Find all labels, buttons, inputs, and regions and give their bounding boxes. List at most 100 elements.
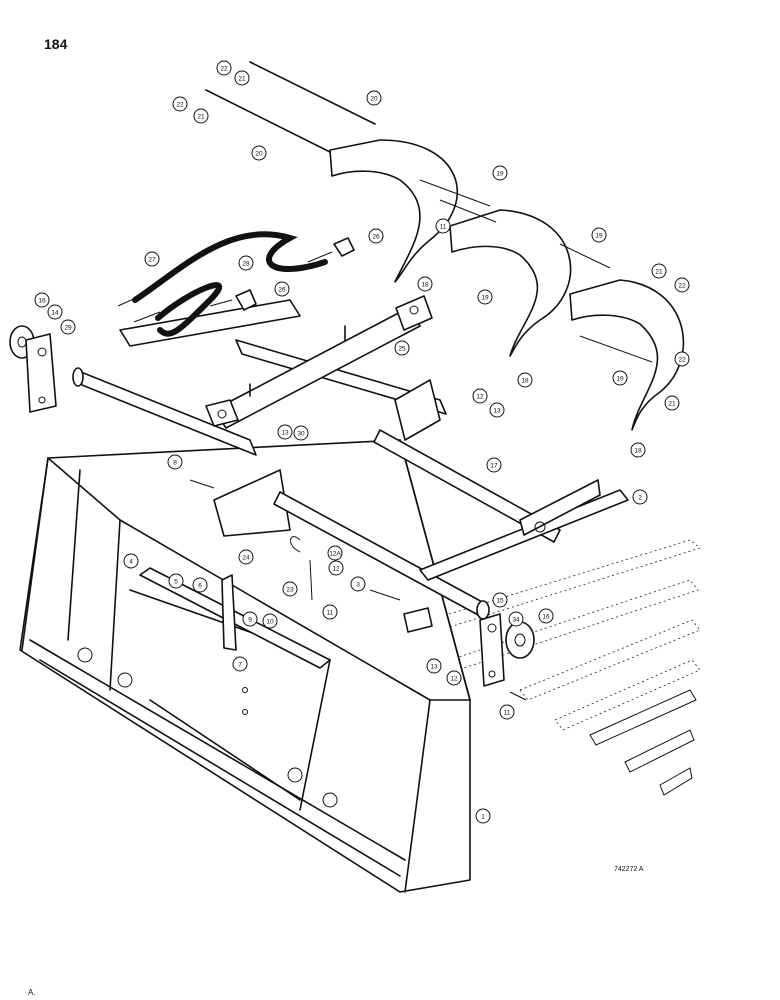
- callout-29-49: 29: [60, 319, 76, 335]
- callout-text: 11: [327, 609, 334, 616]
- callout-19-28: 19: [492, 165, 508, 181]
- callout-text: 22: [678, 356, 686, 363]
- callout-text: 13: [430, 663, 438, 670]
- callout-13-19: 13: [426, 658, 442, 674]
- callout-30-50: 30: [293, 425, 309, 441]
- callout-text: 9: [248, 616, 252, 623]
- callout-text: 21: [655, 268, 663, 275]
- tie-rods: [205, 61, 653, 363]
- callout-19-30: 19: [477, 289, 493, 305]
- callout-text: 19: [595, 232, 603, 239]
- callout-text: 18: [634, 447, 642, 454]
- callout-24-43: 24: [238, 549, 254, 565]
- callout-16-22: 16: [34, 292, 50, 308]
- callout-text: 25: [398, 345, 406, 352]
- callout-text: 19: [481, 294, 489, 301]
- hydraulic-cylinder: [205, 295, 433, 429]
- callout-12-15: 12: [446, 670, 462, 686]
- callout-16-23: 16: [538, 608, 554, 624]
- callout-text: 28: [242, 260, 250, 267]
- callout-12-14: 12: [328, 560, 344, 576]
- callout-text: 22: [220, 65, 228, 72]
- callout-26-45: 26: [368, 228, 384, 244]
- callout-text: 34: [512, 616, 520, 623]
- callout-text: 4: [129, 558, 133, 565]
- callout-text: 17: [490, 462, 498, 469]
- callout-18-26: 18: [517, 372, 533, 388]
- callout-text: 12A: [329, 550, 341, 557]
- callout-17-24: 17: [486, 457, 502, 473]
- callout-7-6: 7: [232, 656, 248, 672]
- callout-text: 11: [504, 709, 511, 716]
- callout-20-33: 20: [251, 145, 267, 161]
- callout-text: 21: [238, 75, 246, 82]
- callout-text: 16: [38, 297, 46, 304]
- pallet-forks: [429, 539, 701, 796]
- callout-22-38: 22: [216, 60, 232, 76]
- callout-text: 16: [542, 613, 550, 620]
- callout-22-40: 22: [674, 277, 690, 293]
- callout-3-2: 3: [350, 576, 366, 592]
- callout-text: 11: [440, 223, 447, 230]
- stray-mark: A.: [28, 988, 36, 997]
- callout-text: 18: [421, 281, 429, 288]
- callout-text: 24: [242, 554, 250, 561]
- callout-13-18: 13: [277, 424, 293, 440]
- callout-text: 6: [198, 582, 202, 589]
- callout-21-36: 21: [651, 263, 667, 279]
- callout-21-35: 21: [193, 108, 209, 124]
- callout-text: 10: [266, 618, 274, 625]
- callout-text: 26: [278, 286, 286, 293]
- callout-18-25: 18: [417, 276, 433, 292]
- callout-15-21: 15: [492, 592, 508, 608]
- callout-text: 27: [148, 256, 156, 263]
- callout-23-42: 23: [282, 581, 298, 597]
- callout-20-32: 20: [366, 90, 382, 106]
- callout-13-17: 13: [489, 402, 505, 418]
- callout-22-39: 22: [172, 96, 188, 112]
- lower-frame: [139, 469, 331, 669]
- callout-text: 20: [370, 95, 378, 102]
- callout-28-48: 28: [238, 255, 254, 271]
- callout-11-10: 11: [499, 704, 515, 720]
- callout-text: 13: [281, 429, 289, 436]
- callout-text: 5: [174, 578, 178, 585]
- hardware: [189, 479, 527, 701]
- callout-text: 12: [476, 393, 484, 400]
- callout-text: 8: [173, 459, 177, 466]
- callout-11-12: 11: [435, 218, 451, 234]
- callout-text: 20: [255, 150, 263, 157]
- callout-6-5: 6: [192, 577, 208, 593]
- drawing-code: 742272 A: [614, 866, 644, 873]
- callout-25-44: 25: [394, 340, 410, 356]
- callout-4-3: 4: [123, 553, 139, 569]
- side-washers: [9, 325, 535, 687]
- callout-2-1: 2: [632, 489, 648, 505]
- callout-text: 19: [496, 170, 504, 177]
- callout-21-34: 21: [234, 70, 250, 86]
- callout-text: 1: [481, 813, 485, 820]
- callout-text: 3: [356, 581, 360, 588]
- callout-14-20: 14: [47, 304, 63, 320]
- callout-18-27: 18: [630, 442, 646, 458]
- callout-text: 21: [668, 400, 676, 407]
- callout-text: 19: [616, 375, 624, 382]
- callout-text: 15: [496, 597, 504, 604]
- callout-12A-16: 12A: [327, 545, 343, 561]
- callout-22-41: 22: [674, 351, 690, 367]
- callout-34-51: 34: [508, 611, 524, 627]
- callout-text: 30: [297, 430, 305, 437]
- callout-text: 12: [332, 565, 340, 572]
- callout-text: 29: [64, 324, 72, 331]
- grapple-tines: [329, 139, 685, 431]
- callout-text: 18: [521, 377, 529, 384]
- callout-1-0: 1: [475, 808, 491, 824]
- callout-text: 2: [638, 494, 642, 501]
- callout-text: 26: [372, 233, 380, 240]
- callout-26-46: 26: [274, 281, 290, 297]
- callout-10-9: 10: [262, 613, 278, 629]
- callout-11-11: 11: [322, 604, 338, 620]
- callout-text: 23: [286, 586, 294, 593]
- callout-5-4: 5: [168, 573, 184, 589]
